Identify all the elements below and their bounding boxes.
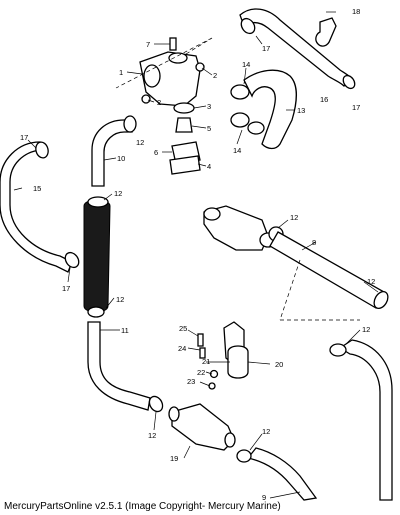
callout-12f: 12 (362, 325, 370, 334)
hose-16-clamp-right (342, 74, 356, 90)
washer-23 (208, 382, 216, 390)
callout-12d: 12 (290, 213, 298, 222)
hose-9-lower (246, 447, 318, 501)
callout-19: 19 (170, 454, 178, 463)
callout-22: 22 (197, 368, 205, 377)
callout-12b: 12 (114, 189, 122, 198)
hose-13 (243, 69, 297, 150)
callout-21: 21 (202, 357, 210, 366)
callout-10: 10 (117, 154, 125, 163)
callout-3: 3 (207, 102, 211, 111)
clamp-12-hose10 (123, 115, 137, 133)
hose-15 (0, 141, 73, 273)
callout-8: 8 (312, 238, 316, 247)
callout-12g: 12 (148, 431, 156, 440)
clamp-12-hose8 (373, 290, 389, 310)
bolt-7 (169, 37, 177, 51)
callout-12c: 12 (116, 295, 124, 304)
clamp-12-hose9-bottom (236, 449, 252, 463)
callout-2a: 2 (213, 71, 217, 80)
plug-2b (141, 94, 151, 104)
callout-12a: 12 (136, 138, 144, 147)
nut-22 (209, 369, 219, 379)
pump-port-left (203, 207, 221, 221)
callout-18: 18 (352, 7, 360, 16)
callout-20: 20 (275, 360, 283, 369)
callout-13: 13 (297, 106, 305, 115)
callout-1: 1 (119, 68, 123, 77)
clamp-17-top (35, 141, 49, 159)
cooler-19 (171, 403, 235, 451)
corrugated-hose (83, 199, 111, 313)
hose-16 (239, 8, 353, 87)
clamp-14b (230, 112, 250, 128)
pump-body (203, 205, 269, 251)
cooler-port-right (224, 432, 236, 448)
callout-15: 15 (33, 184, 41, 193)
clamp-12-corrugated-top (87, 196, 109, 208)
clamp-12-hose11 (148, 395, 164, 413)
callout-11: 11 (121, 326, 129, 335)
callout-25: 25 (179, 324, 187, 333)
bracket-18 (315, 17, 337, 47)
thermostat-5 (175, 117, 193, 133)
callout-2b: 2 (157, 98, 161, 107)
hose-9 (338, 339, 393, 501)
callout-24: 24 (178, 344, 186, 353)
clamp-12-hose9-top (329, 343, 347, 357)
callout-14a: 14 (242, 60, 250, 69)
clamp-14c (247, 121, 265, 135)
clamp-17-bottom (64, 251, 80, 269)
callout-17b: 17 (352, 103, 360, 112)
housing-outlet (143, 64, 161, 88)
cooler-port-left (168, 406, 180, 422)
callout-17c: 17 (20, 133, 28, 142)
callout-7: 7 (146, 40, 150, 49)
callout-17d: 17 (62, 284, 70, 293)
clamp-12-corrugated-bottom (87, 306, 105, 318)
screw-25 (197, 333, 204, 347)
callout-16: 16 (320, 95, 328, 104)
callout-9: 9 (262, 493, 266, 502)
copyright-caption: MercuryPartsOnline v2.5.1 (Image Copyrig… (4, 501, 281, 512)
hose-11 (87, 321, 151, 411)
hose-16-clamp-left (240, 17, 256, 35)
gasket-3 (173, 102, 195, 114)
housing-top-port (168, 52, 188, 64)
clamp-14a (230, 84, 250, 100)
callout-12h: 12 (262, 427, 270, 436)
callout-4: 4 (207, 162, 211, 171)
callout-5: 5 (207, 124, 211, 133)
plug-2a (195, 62, 205, 72)
callout-6: 6 (154, 148, 158, 157)
clamp-21 (227, 345, 249, 379)
callout-17a: 17 (262, 44, 270, 53)
callout-14b: 14 (233, 146, 241, 155)
callout-12e: 12 (367, 277, 375, 286)
hose-8 (269, 231, 385, 309)
gasket-4 (169, 155, 201, 175)
screw-24 (199, 347, 206, 359)
callout-23: 23 (187, 377, 195, 386)
